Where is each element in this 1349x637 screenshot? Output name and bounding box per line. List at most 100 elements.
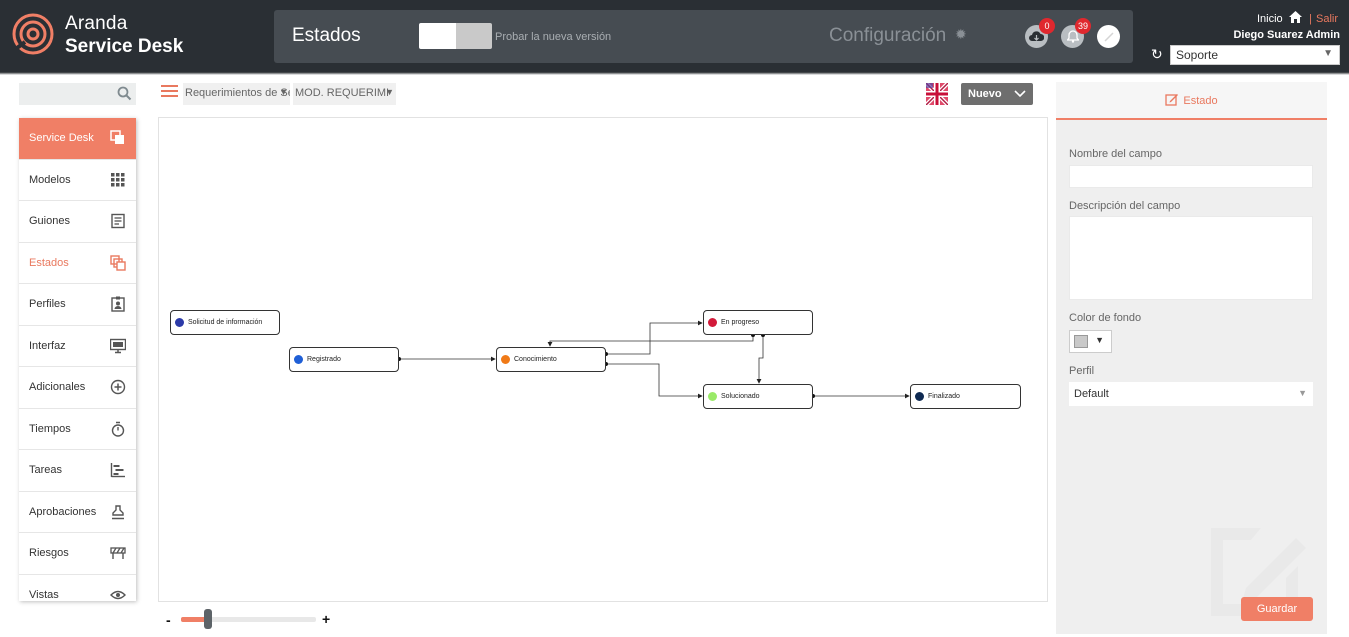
sidebar-search[interactable] xyxy=(19,83,136,105)
state-node-label: Solucionado xyxy=(721,393,760,400)
category-select[interactable]: Requerimientos de Se ▼ xyxy=(183,83,290,105)
caret-down-icon: ▼ xyxy=(279,87,288,97)
plus-circle-icon xyxy=(110,379,126,395)
uk-flag-icon[interactable] xyxy=(926,83,948,105)
download-button[interactable]: 0 xyxy=(1025,18,1055,48)
top-bar-shadow xyxy=(0,72,1349,75)
perfil-select[interactable]: Default ▼ xyxy=(1069,382,1313,406)
state-node-label: En progreso xyxy=(721,319,760,326)
profile-select[interactable]: Soporte ▼ xyxy=(1170,45,1340,65)
eye-icon xyxy=(110,590,126,599)
sidebar-item-aprobaciones[interactable]: Aprobaciones xyxy=(19,492,136,533)
zoom-in-button[interactable]: + xyxy=(322,611,331,627)
background-color-picker[interactable]: ▼ xyxy=(1069,330,1112,353)
gantt-icon xyxy=(110,463,125,478)
save-button[interactable]: Guardar xyxy=(1241,597,1313,621)
home-icon[interactable] xyxy=(1289,11,1302,23)
grid-icon xyxy=(111,172,125,186)
stamp-icon xyxy=(112,504,124,519)
state-node-conocimiento[interactable]: Conocimiento xyxy=(496,347,606,372)
field-name-input[interactable] xyxy=(1069,165,1313,188)
zoom-slider-track[interactable] xyxy=(181,617,316,622)
refresh-icon[interactable]: ↻ xyxy=(1151,46,1163,62)
document-icon xyxy=(111,213,125,229)
tab-estado[interactable]: Estado xyxy=(1056,82,1327,120)
state-color-dot xyxy=(915,392,924,401)
connector-enprogreso-conocimiento xyxy=(547,335,754,347)
category-select-value: Requerimientos de Se xyxy=(185,87,290,99)
configuration-link[interactable]: Configuración xyxy=(829,25,947,46)
sidebar-item-label: Modelos xyxy=(29,173,71,186)
sidebar: Service Desk Modelos Guiones Estados Per… xyxy=(19,118,136,601)
zoom-out-button[interactable]: - xyxy=(166,612,171,628)
state-node-registrado[interactable]: Registrado xyxy=(289,347,399,372)
sidebar-item-label: Aprobaciones xyxy=(29,505,97,518)
state-node-label: Registrado xyxy=(307,356,341,363)
field-description-textarea[interactable] xyxy=(1069,216,1313,300)
caret-down-icon: ▼ xyxy=(385,87,394,97)
color-swatch xyxy=(1074,335,1088,348)
state-color-dot xyxy=(708,318,717,327)
sidebar-item-estados[interactable]: Estados xyxy=(19,243,136,284)
sidebar-item-label: Guiones xyxy=(29,215,70,228)
workflow-canvas[interactable]: Solicitud de información Registrado Cono… xyxy=(158,117,1048,602)
sidebar-item-interfaz[interactable]: Interfaz xyxy=(19,326,136,367)
bell-icon xyxy=(1066,30,1079,43)
top-bar: Aranda Service Desk Estados Probar la nu… xyxy=(0,0,1349,72)
stopwatch-icon xyxy=(111,421,125,437)
new-button[interactable]: Nuevo xyxy=(961,83,1033,105)
state-node-solucionado[interactable]: Solucionado xyxy=(703,384,813,409)
sidebar-item-tareas[interactable]: Tareas xyxy=(19,450,136,492)
sidebar-item-label: Perfiles xyxy=(29,298,66,311)
zoom-slider-handle[interactable] xyxy=(204,609,212,629)
new-button-label: Nuevo xyxy=(968,88,1002,100)
connector-conocimiento-solucionado xyxy=(606,363,703,399)
cloud-download-icon xyxy=(1029,30,1044,41)
state-node-finalizado[interactable]: Finalizado xyxy=(910,384,1021,409)
layers-icon xyxy=(110,254,126,271)
caret-down-icon: ▼ xyxy=(1095,335,1104,345)
sidebar-item-label: Service Desk xyxy=(29,132,94,145)
sidebar-item-vistas[interactable]: Vistas xyxy=(19,575,136,602)
notifications-button[interactable]: 39 xyxy=(1061,18,1091,48)
monitor-icon xyxy=(110,338,126,353)
toggle-knob xyxy=(419,23,456,49)
perfil-label: Perfil xyxy=(1069,365,1095,377)
state-color-dot xyxy=(294,355,303,364)
new-version-toggle[interactable] xyxy=(419,23,492,49)
sidebar-item-guiones[interactable]: Guiones xyxy=(19,201,136,243)
home-link[interactable]: Inicio xyxy=(1257,13,1283,25)
state-node-label: Conocimiento xyxy=(514,356,557,363)
model-select[interactable]: MOD. REQUERIMI ▼ xyxy=(293,83,396,105)
properties-panel: Estado Nombre del campo Descripción del … xyxy=(1056,82,1327,634)
state-color-dot xyxy=(175,318,184,327)
search-icon[interactable] xyxy=(117,86,132,101)
brand-name: Aranda xyxy=(65,13,128,34)
sidebar-item-label: Estados xyxy=(29,256,69,269)
sidebar-item-label: Adicionales xyxy=(29,381,86,394)
gear-icon[interactable]: ✹ xyxy=(955,26,967,42)
state-node-en-progreso[interactable]: En progreso xyxy=(703,310,813,335)
sidebar-item-tiempos[interactable]: Tiempos xyxy=(19,409,136,450)
sidebar-item-perfiles[interactable]: Perfiles xyxy=(19,284,136,326)
state-node-label: Solicitud de información xyxy=(188,319,263,326)
header-separator: | xyxy=(1309,13,1312,25)
chevron-down-icon xyxy=(1014,90,1026,98)
connector-enprogreso-solucionado xyxy=(756,335,764,384)
state-node-solicitud[interactable]: Solicitud de información xyxy=(170,310,280,335)
user-avatar[interactable] xyxy=(1097,25,1120,48)
id-badge-icon xyxy=(111,296,125,312)
brand-product: Service Desk xyxy=(65,36,184,57)
model-select-value: MOD. REQUERIMI xyxy=(295,87,390,99)
aranda-logo-icon xyxy=(12,13,54,55)
menu-icon[interactable] xyxy=(161,85,178,99)
sidebar-item-riesgos[interactable]: Riesgos xyxy=(19,533,136,575)
sidebar-item-service-desk[interactable]: Service Desk xyxy=(19,118,136,160)
copy-icon xyxy=(110,130,124,144)
field-description-label: Descripción del campo xyxy=(1069,200,1181,212)
downloads-badge: 0 xyxy=(1039,18,1055,34)
state-node-label: Finalizado xyxy=(928,393,960,400)
logout-link[interactable]: Salir xyxy=(1316,13,1339,25)
sidebar-item-adicionales[interactable]: Adicionales xyxy=(19,367,136,409)
sidebar-item-modelos[interactable]: Modelos xyxy=(19,160,136,201)
